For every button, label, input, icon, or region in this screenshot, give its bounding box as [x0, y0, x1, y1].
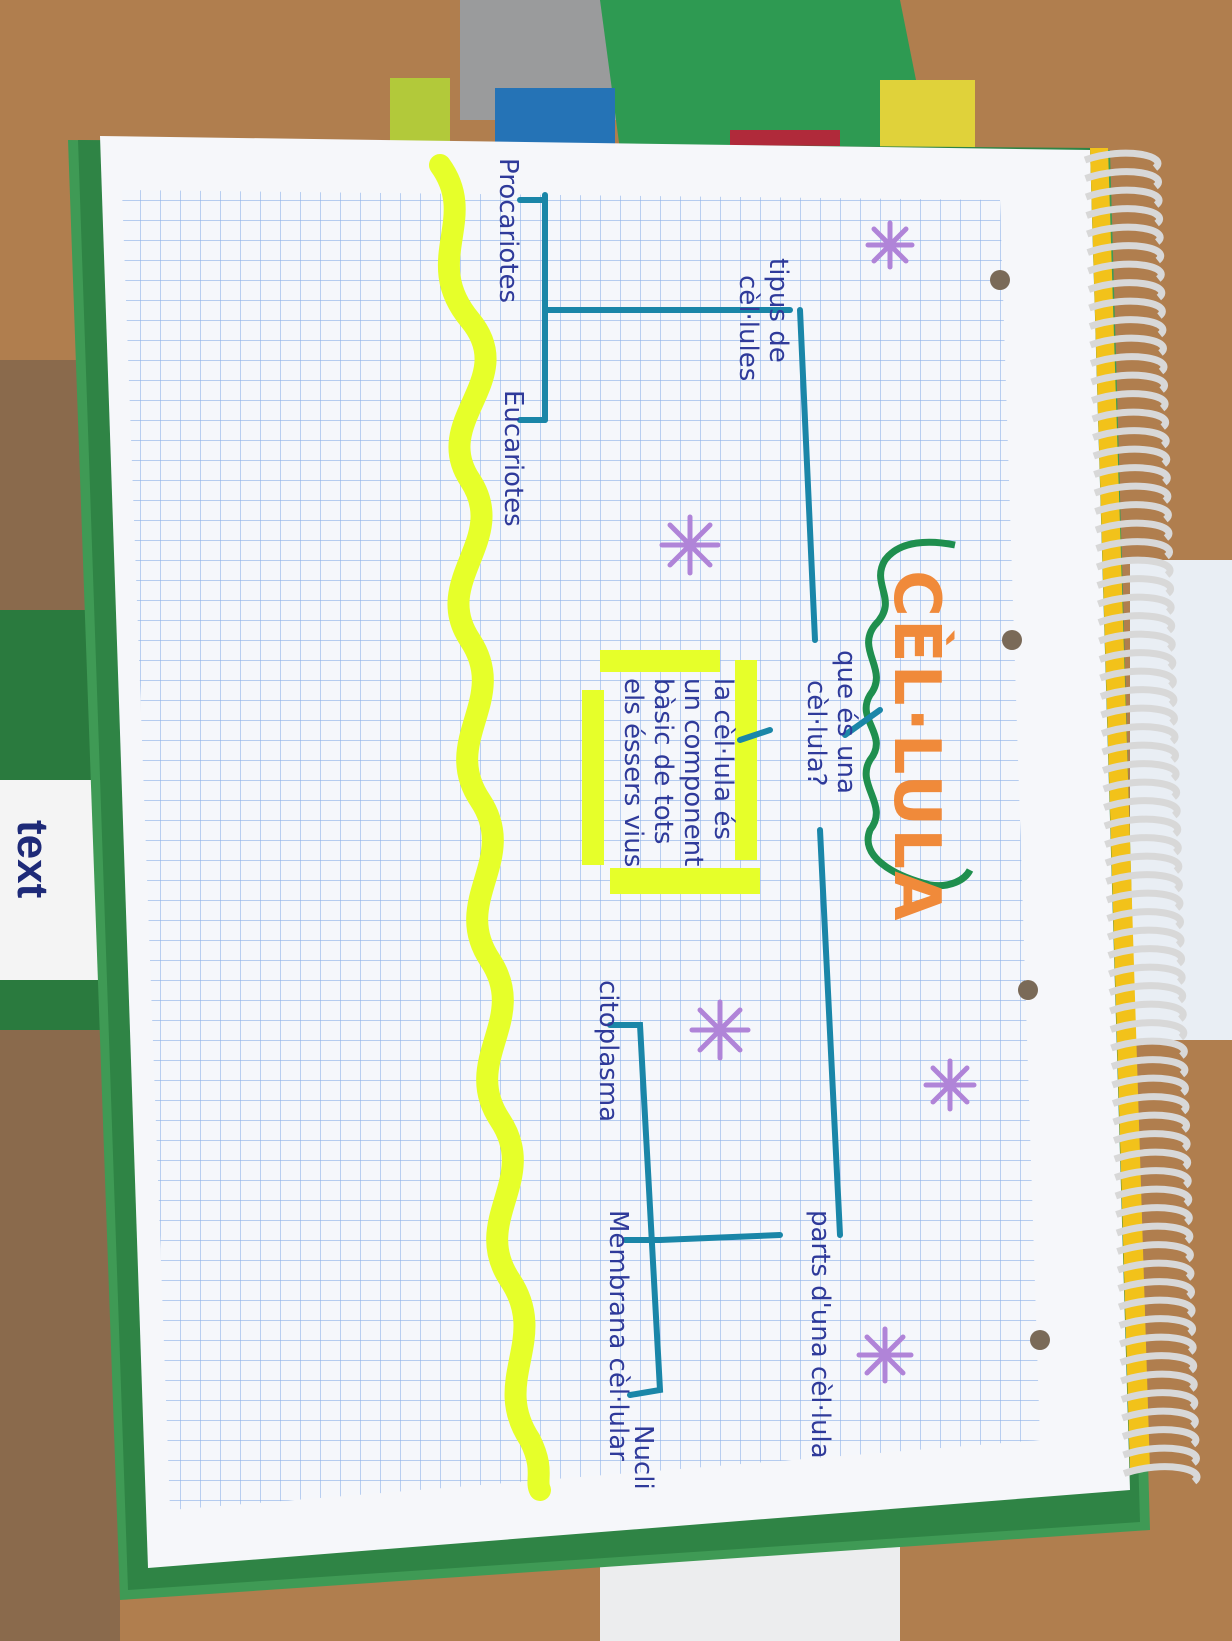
question-line-2: cèl·lula?	[801, 680, 831, 786]
book-cover-text: text	[8, 820, 57, 899]
parts-label: parts d'una cèl·lula	[805, 1210, 835, 1459]
answer-line-3: bàsic de tots	[648, 678, 678, 844]
part-nucleus: Nucli	[628, 1425, 658, 1490]
part-membrane: Membrana cèl·lular	[603, 1210, 633, 1461]
answer-line-4: els éssers vius	[618, 678, 648, 867]
answer-line-1: la cèl·lula és	[708, 678, 738, 840]
types-label-line-2: cèl·lules	[733, 275, 763, 381]
answer-line-2: un component	[678, 678, 708, 866]
part-cytoplasm: citoplasma	[593, 980, 623, 1122]
page-title: CÈL·LULA	[879, 570, 955, 923]
type-eukaryotes: Eucariotes	[498, 390, 528, 527]
types-label-line-1: tipus de	[763, 258, 793, 363]
question-line-1: que és una	[831, 650, 861, 794]
type-prokaryotes: Procariotes	[493, 158, 523, 303]
